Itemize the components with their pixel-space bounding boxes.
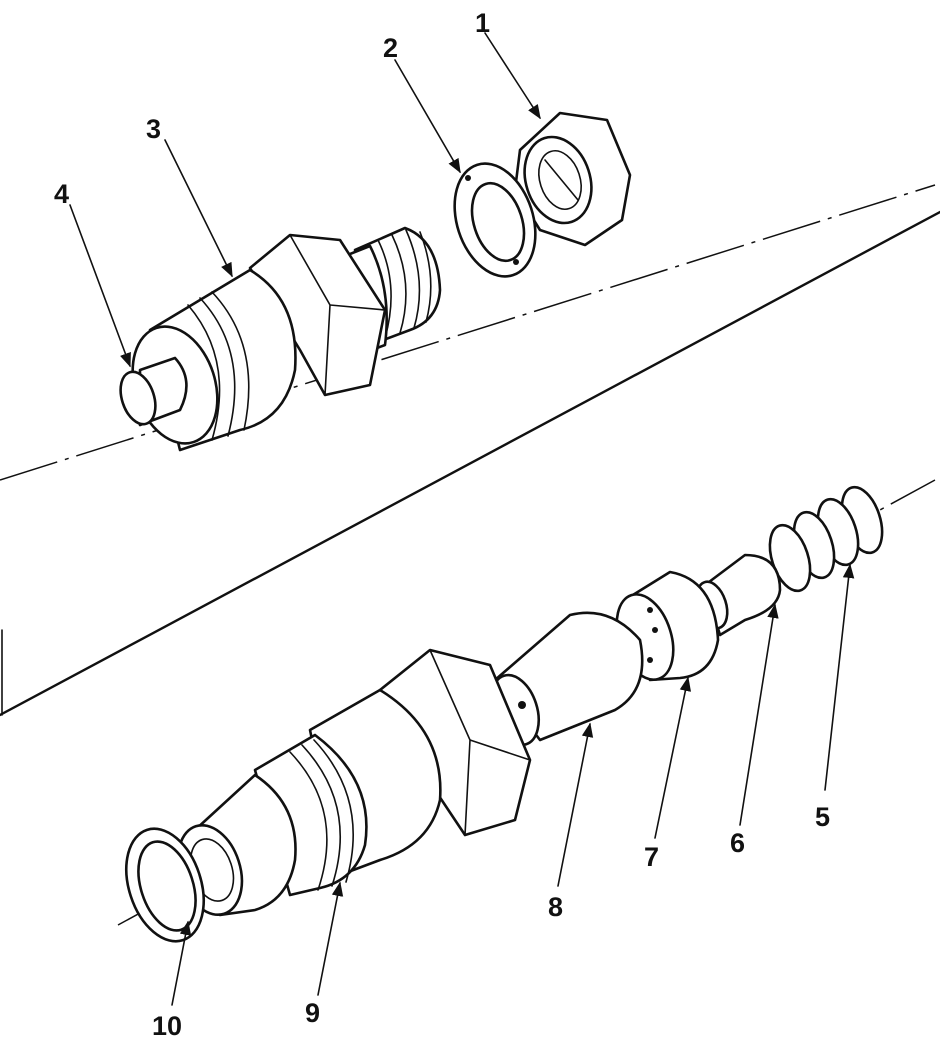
- callout-1: 1: [475, 8, 490, 38]
- leader-6: [739, 603, 779, 826]
- leader-lines: [69, 32, 855, 1006]
- leader-2: [394, 59, 461, 174]
- callout-5: 5: [815, 802, 830, 832]
- leader-7: [654, 676, 692, 839]
- leader-5: [824, 563, 855, 791]
- callout-3: 3: [146, 114, 161, 144]
- separator-line: [0, 210, 940, 717]
- callout-2: 2: [383, 33, 398, 63]
- leader-9: [317, 881, 344, 996]
- upper-assembly: [119, 111, 632, 452]
- callout-labels: 1 2 3 4 5 6 7 8 9 10: [54, 8, 830, 1041]
- gasket-washer: [453, 162, 537, 278]
- callout-4: 4: [54, 179, 69, 209]
- holder-body: [176, 648, 532, 917]
- callout-7: 7: [644, 842, 659, 872]
- leader-8: [557, 722, 594, 887]
- leader-1: [484, 32, 541, 120]
- callout-10: 10: [152, 1011, 182, 1041]
- leader-10: [171, 920, 192, 1006]
- callout-6: 6: [730, 828, 745, 858]
- callout-8: 8: [548, 892, 563, 922]
- leader-3: [164, 139, 233, 278]
- hex-nut: [513, 111, 632, 247]
- leader-4: [69, 204, 131, 368]
- valve-body: [119, 226, 442, 452]
- callout-9: 9: [305, 998, 320, 1028]
- lower-assembly: [125, 485, 884, 943]
- sealing-washer: [125, 827, 205, 943]
- spring: [768, 485, 884, 593]
